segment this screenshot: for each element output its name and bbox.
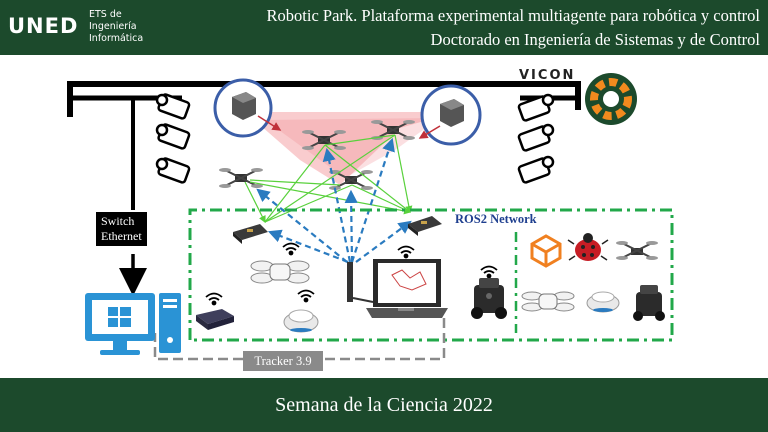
- mocap-camera-icon: [155, 123, 191, 150]
- vicon-ring-logo: [585, 73, 637, 125]
- page-subtitle: Doctorado en Ingeniería de Sistemas y de…: [430, 30, 760, 49]
- mobile-base-robot-icon: [283, 309, 319, 333]
- package-icon: [530, 234, 562, 268]
- tracker-cable: [153, 318, 446, 361]
- ground-robot-icon: [471, 278, 507, 319]
- switch-ethernet-label: Switch Ethernet: [96, 212, 147, 246]
- mocap-camera-icon: [155, 93, 191, 120]
- desktop-pc-icon: [85, 293, 181, 355]
- ros2-network-label: ROS2 Network: [455, 212, 537, 226]
- tello-drone-icon: [250, 260, 310, 284]
- tello-drone-icon: [521, 291, 575, 312]
- antenna-icon: [347, 262, 374, 303]
- vicon-links: [256, 137, 412, 264]
- ros2-network-boundary: [188, 208, 674, 342]
- wireless-links: [244, 134, 413, 224]
- page-title: Robotic Park. Plataforma experimental mu…: [266, 6, 760, 25]
- ground-robot-icon: [633, 285, 665, 321]
- switch-label-line1: Switch: [101, 214, 135, 228]
- camera-field-of-view: [245, 112, 455, 185]
- drone-icon: [616, 241, 658, 260]
- router-icon: [196, 309, 234, 330]
- wifi-icon: [297, 289, 315, 303]
- header-bar: [0, 0, 768, 55]
- uned-logo: UNED: [8, 14, 79, 38]
- wifi-icon: [205, 292, 223, 306]
- mocap-camera-icon: [155, 157, 191, 184]
- logo-subtitle: ETS de Ingeniería Informática: [89, 9, 144, 44]
- overhead-camera-left: [213, 78, 282, 138]
- footer-text: Semana de la Ciencia 2022: [275, 394, 493, 416]
- overhead-camera-right: [418, 84, 482, 146]
- wifi-icon: [282, 242, 300, 256]
- drone-icon: [302, 130, 346, 150]
- drone-icon: [371, 120, 415, 140]
- switch-label-line2: Ethernet: [101, 229, 142, 243]
- windows-logo-icon: [108, 307, 131, 327]
- wifi-icon: [397, 245, 415, 259]
- circuit-board-icon: [233, 224, 268, 244]
- ladybug-robot-icon: [567, 233, 609, 261]
- vicon-label: VICON: [519, 68, 576, 83]
- mobile-base-robot-icon: [586, 291, 620, 313]
- laptop-icon: [366, 259, 448, 318]
- mocap-camera-icon: [517, 93, 555, 122]
- wifi-icon: [480, 265, 498, 279]
- mocap-camera-icon: [517, 155, 555, 184]
- footer-bar: [0, 378, 768, 432]
- circuit-board-icon: [408, 216, 442, 236]
- tracker-label: Tracker 3.9: [243, 351, 323, 371]
- mocap-camera-icon: [517, 123, 555, 152]
- drone-icon: [219, 168, 263, 188]
